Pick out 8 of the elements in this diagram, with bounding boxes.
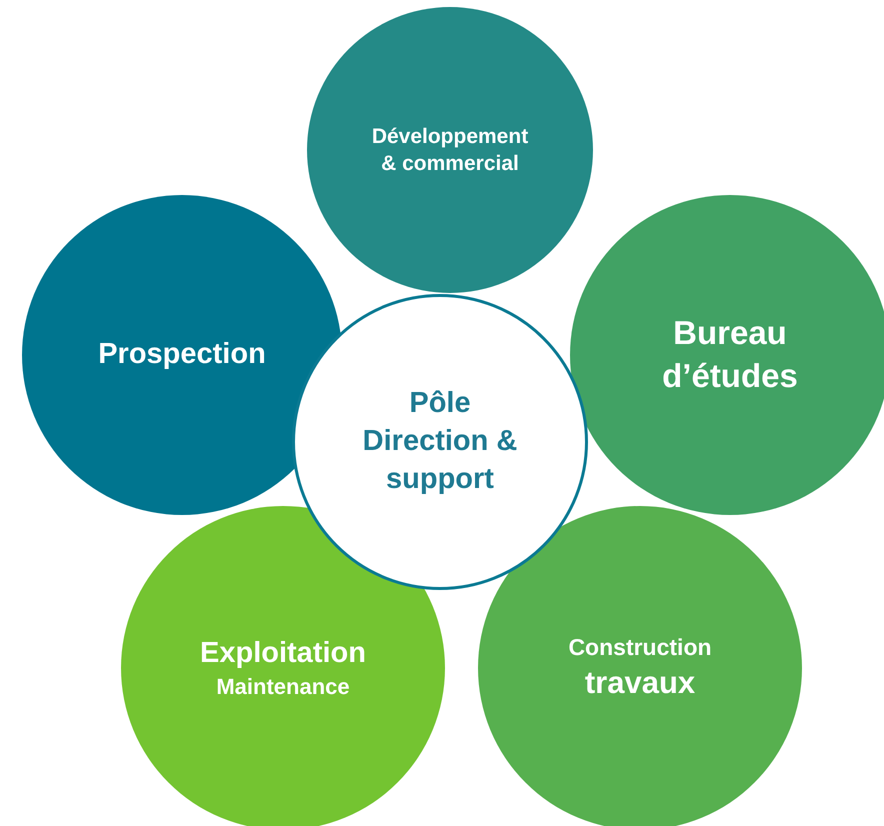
circle-label: travaux (584, 664, 696, 702)
circle-label: Construction (568, 632, 712, 662)
circle-label: Maintenance (216, 672, 350, 701)
circle-label: Développement & commercial (370, 124, 530, 177)
circle-label: Bureau d’études (661, 313, 799, 396)
circle-label: Pôle Direction & support (362, 386, 518, 497)
circle-label: Exploitation (200, 636, 366, 671)
circle-label: Prospection (98, 337, 266, 372)
